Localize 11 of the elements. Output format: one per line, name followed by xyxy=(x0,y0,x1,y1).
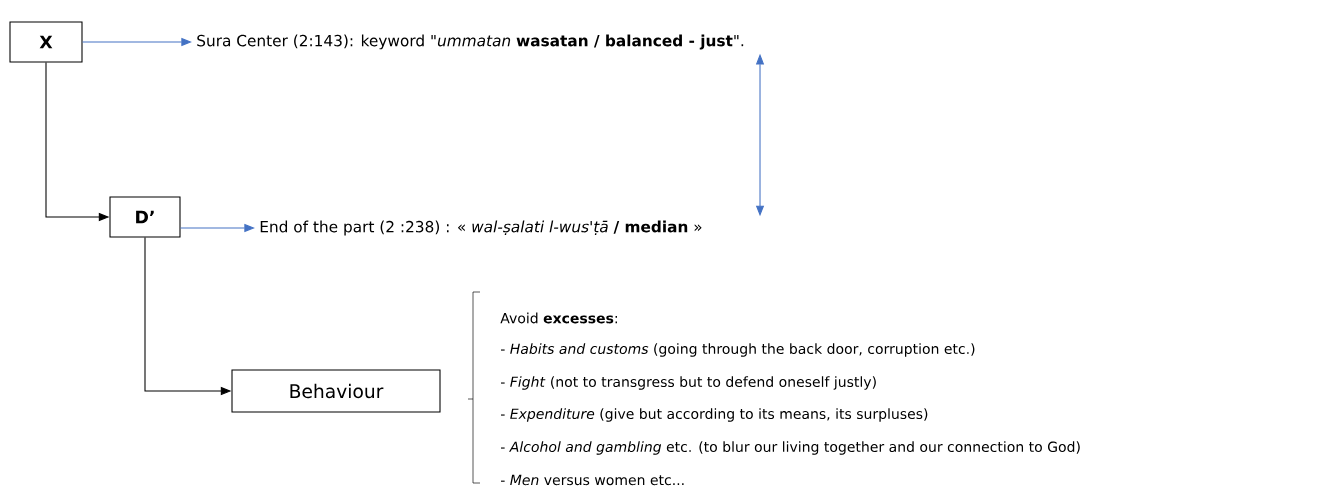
text-label: End of the part (2 :238) : « wal-ṣalati l-wus'ṭā / median » xyxy=(260,220,702,236)
list-item: - Men versus women etc... xyxy=(500,474,684,486)
list-item: - Expenditure (give but according to its means, its surpluses) xyxy=(500,408,928,422)
process-box: Behaviour xyxy=(231,369,441,413)
list-item: Avoid excesses: xyxy=(500,312,617,324)
list-item: - Alcohol and gambling etc. (to blur our living together and our connection to God) xyxy=(500,441,1080,455)
list-item: - Habits and customs (going through the back door, corruption etc.) xyxy=(500,343,975,357)
process-box: X xyxy=(9,21,83,63)
text-label: Sura Center (2:143): keyword "ummatan wasatan / balanced - just". xyxy=(197,34,744,50)
list-item: - Fight (not to transgress but to defend oneself justly) xyxy=(500,376,876,390)
process-box: D’ xyxy=(109,196,181,238)
